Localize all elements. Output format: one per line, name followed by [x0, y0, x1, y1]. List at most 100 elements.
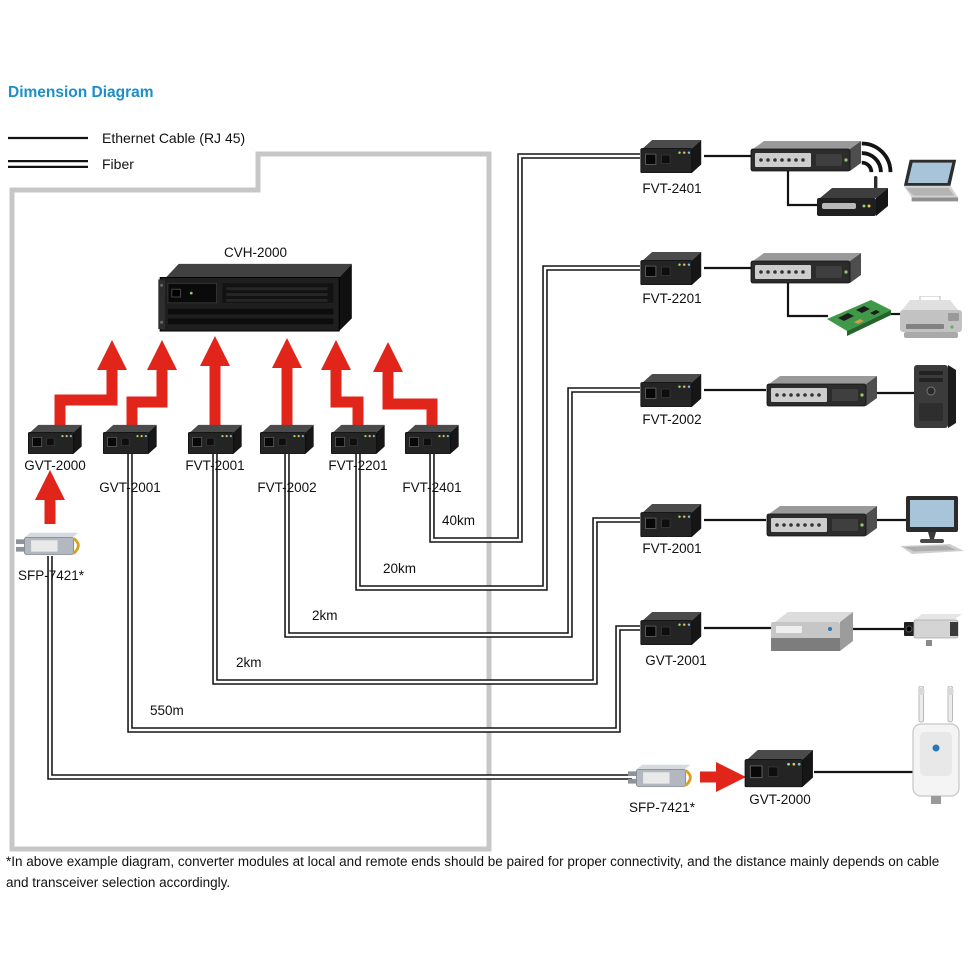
module-label: GVT-2000 [24, 458, 86, 473]
laptop [900, 158, 962, 208]
switch-icon [766, 505, 878, 537]
chassis-icon [158, 260, 353, 332]
rack-switch-2 [750, 252, 862, 284]
fiber-link-sfp [47, 556, 632, 780]
red-arrow [54, 340, 127, 429]
fiber-link-fvt-2401 [429, 153, 640, 543]
legend-fiber: Fiber [8, 156, 134, 172]
remote-label: FVT-2201 [642, 291, 702, 306]
remote-gvt-2000 [744, 748, 814, 788]
cvh-2000-chassis [158, 260, 353, 332]
fiber-link-gvt-2001 [127, 450, 640, 733]
distance-label-550m: 550m [150, 703, 184, 718]
legend-ethernet-label: Ethernet Cable (RJ 45) [102, 130, 246, 146]
media-converter-icon [404, 424, 460, 454]
remote-fvt-2401 [638, 139, 704, 173]
media-converter-icon [744, 748, 814, 788]
distance-label-2km-a: 2km [312, 608, 338, 623]
fiber-link-fvt-2201 [355, 265, 640, 591]
security-camera [904, 610, 966, 646]
embedded-board [826, 295, 892, 337]
media-converter-icon [187, 424, 243, 454]
module-insert-arrows [35, 336, 746, 792]
tower-pc-icon [910, 363, 958, 429]
footnote: *In above example diagram, converter mod… [6, 854, 940, 890]
remote-gvt-2001 [638, 611, 704, 645]
laptop-icon [900, 158, 962, 208]
desktop-computer [898, 496, 966, 556]
legend-ethernet: Ethernet Cable (RJ 45) [8, 130, 246, 146]
remote-label: FVT-2002 [642, 412, 702, 427]
access-point [910, 686, 962, 804]
fiber-line-sample-icon [8, 160, 88, 168]
red-arrow [321, 340, 364, 431]
module-fvt-2001 [187, 424, 243, 454]
sfp-transceiver-icon [16, 526, 84, 564]
sfp-7421-local [16, 526, 84, 564]
remote-fvt-2001 [638, 503, 704, 537]
remote-label: GVT-2001 [645, 653, 707, 668]
switch-icon [766, 375, 878, 407]
wireless-router-icon [816, 176, 892, 216]
sfp-7421-remote [628, 758, 696, 796]
rack-switch-3 [766, 375, 878, 407]
site-boundary [9, 151, 492, 852]
circuit-board-icon [826, 295, 892, 337]
ethernet-link [786, 168, 818, 207]
module-label: GVT-2001 [99, 480, 161, 495]
media-converter-icon [638, 139, 704, 173]
module-label: FVT-2401 [402, 480, 462, 495]
chassis-label: CVH-2000 [223, 245, 288, 260]
media-converter-icon [330, 424, 386, 454]
media-converter-icon [27, 424, 83, 454]
rack-switch-1 [750, 140, 862, 172]
remote-fvt-2002 [638, 373, 704, 407]
media-converter-icon [638, 251, 704, 285]
printer [898, 296, 964, 342]
module-fvt-2201 [330, 424, 386, 454]
page-title: Dimension Diagram [8, 84, 154, 101]
fiber-link-fvt-2002 [284, 387, 640, 638]
ethernet-line-sample-icon [8, 136, 88, 140]
rack-switch-4 [766, 505, 878, 537]
module-fvt-2401 [404, 424, 460, 454]
media-converter-icon [259, 424, 315, 454]
distance-label-40km: 40km [442, 513, 476, 528]
server-tower [910, 363, 958, 429]
distance-label-20km: 20km [383, 561, 417, 576]
module-fvt-2002 [259, 424, 315, 454]
red-arrow [373, 342, 438, 433]
distance-label-2km-b: 2km [236, 655, 262, 670]
access-point-icon [910, 686, 962, 804]
printer-icon [898, 296, 964, 342]
sfp-local-label: SFP-7421* [17, 568, 85, 583]
media-converter-icon [638, 373, 704, 407]
media-converter-icon [102, 424, 158, 454]
module-label: FVT-2002 [257, 480, 317, 495]
remote-fvt-2201 [638, 251, 704, 285]
wifi-signal [856, 132, 902, 176]
module-label: FVT-2201 [328, 458, 388, 473]
module-gvt-2000 [27, 424, 83, 454]
levelone-box [770, 608, 854, 652]
ethernet-link [786, 282, 828, 318]
red-arrow [126, 340, 177, 431]
gvt-2000-remote-label: GVT-2000 [749, 792, 811, 807]
switch-icon [750, 140, 862, 172]
remote-label: FVT-2401 [642, 181, 702, 196]
wifi-icon [856, 132, 902, 176]
sfp-remote-label: SFP-7421* [628, 800, 696, 815]
fiber-link-fvt-2001 [212, 450, 640, 685]
converter-box-icon [770, 608, 854, 652]
sfp-transceiver-icon [628, 758, 696, 796]
desktop-pc-icon [898, 496, 966, 556]
module-gvt-2001 [102, 424, 158, 454]
wireless-router [816, 176, 892, 216]
module-label: FVT-2001 [185, 458, 245, 473]
media-converter-icon [638, 611, 704, 645]
media-converter-icon [638, 503, 704, 537]
legend-fiber-label: Fiber [102, 156, 134, 172]
camera-icon [904, 610, 966, 646]
